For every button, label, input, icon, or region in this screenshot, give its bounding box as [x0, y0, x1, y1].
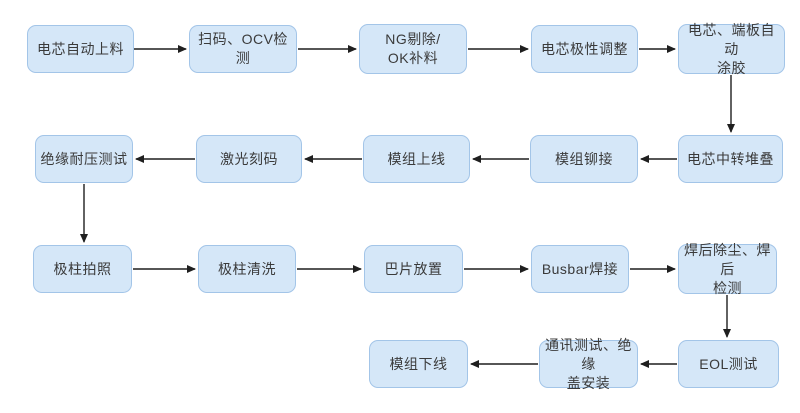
- node-post-weld-dedust-inspect: 焊后除尘、焊后 检测: [678, 242, 777, 296]
- node-pole-cleaning: 极柱清洗: [198, 245, 296, 293]
- node-module-riveting: 模组铆接: [530, 135, 638, 183]
- node-insulation-hipot-test: 绝缘耐压测试: [35, 135, 133, 183]
- node-ng-reject-ok-refill: NG剔除/ OK补料: [359, 24, 467, 74]
- node-cell-auto-loading: 电芯自动上料: [27, 25, 134, 73]
- node-scan-ocv-test: 扫码、OCV检测: [189, 25, 297, 73]
- node-comm-test-insulation-cover: 通讯测试、绝缘 盖安装: [539, 337, 638, 391]
- node-eol-test: EOL测试: [678, 340, 779, 388]
- node-module-online: 模组上线: [363, 135, 470, 183]
- node-cell-transfer-stacking: 电芯中转堆叠: [678, 135, 783, 183]
- node-cell-endplate-gluing: 电芯、端板自动 涂胶: [678, 22, 785, 76]
- node-laser-marking: 激光刻码: [196, 135, 302, 183]
- node-pole-photo: 极柱拍照: [33, 245, 132, 293]
- node-busbar-placement: 巴片放置: [364, 245, 463, 293]
- node-cell-polarity-adjust: 电芯极性调整: [531, 25, 638, 73]
- node-busbar-welding: Busbar焊接: [531, 245, 629, 293]
- node-module-offline: 模组下线: [369, 340, 468, 388]
